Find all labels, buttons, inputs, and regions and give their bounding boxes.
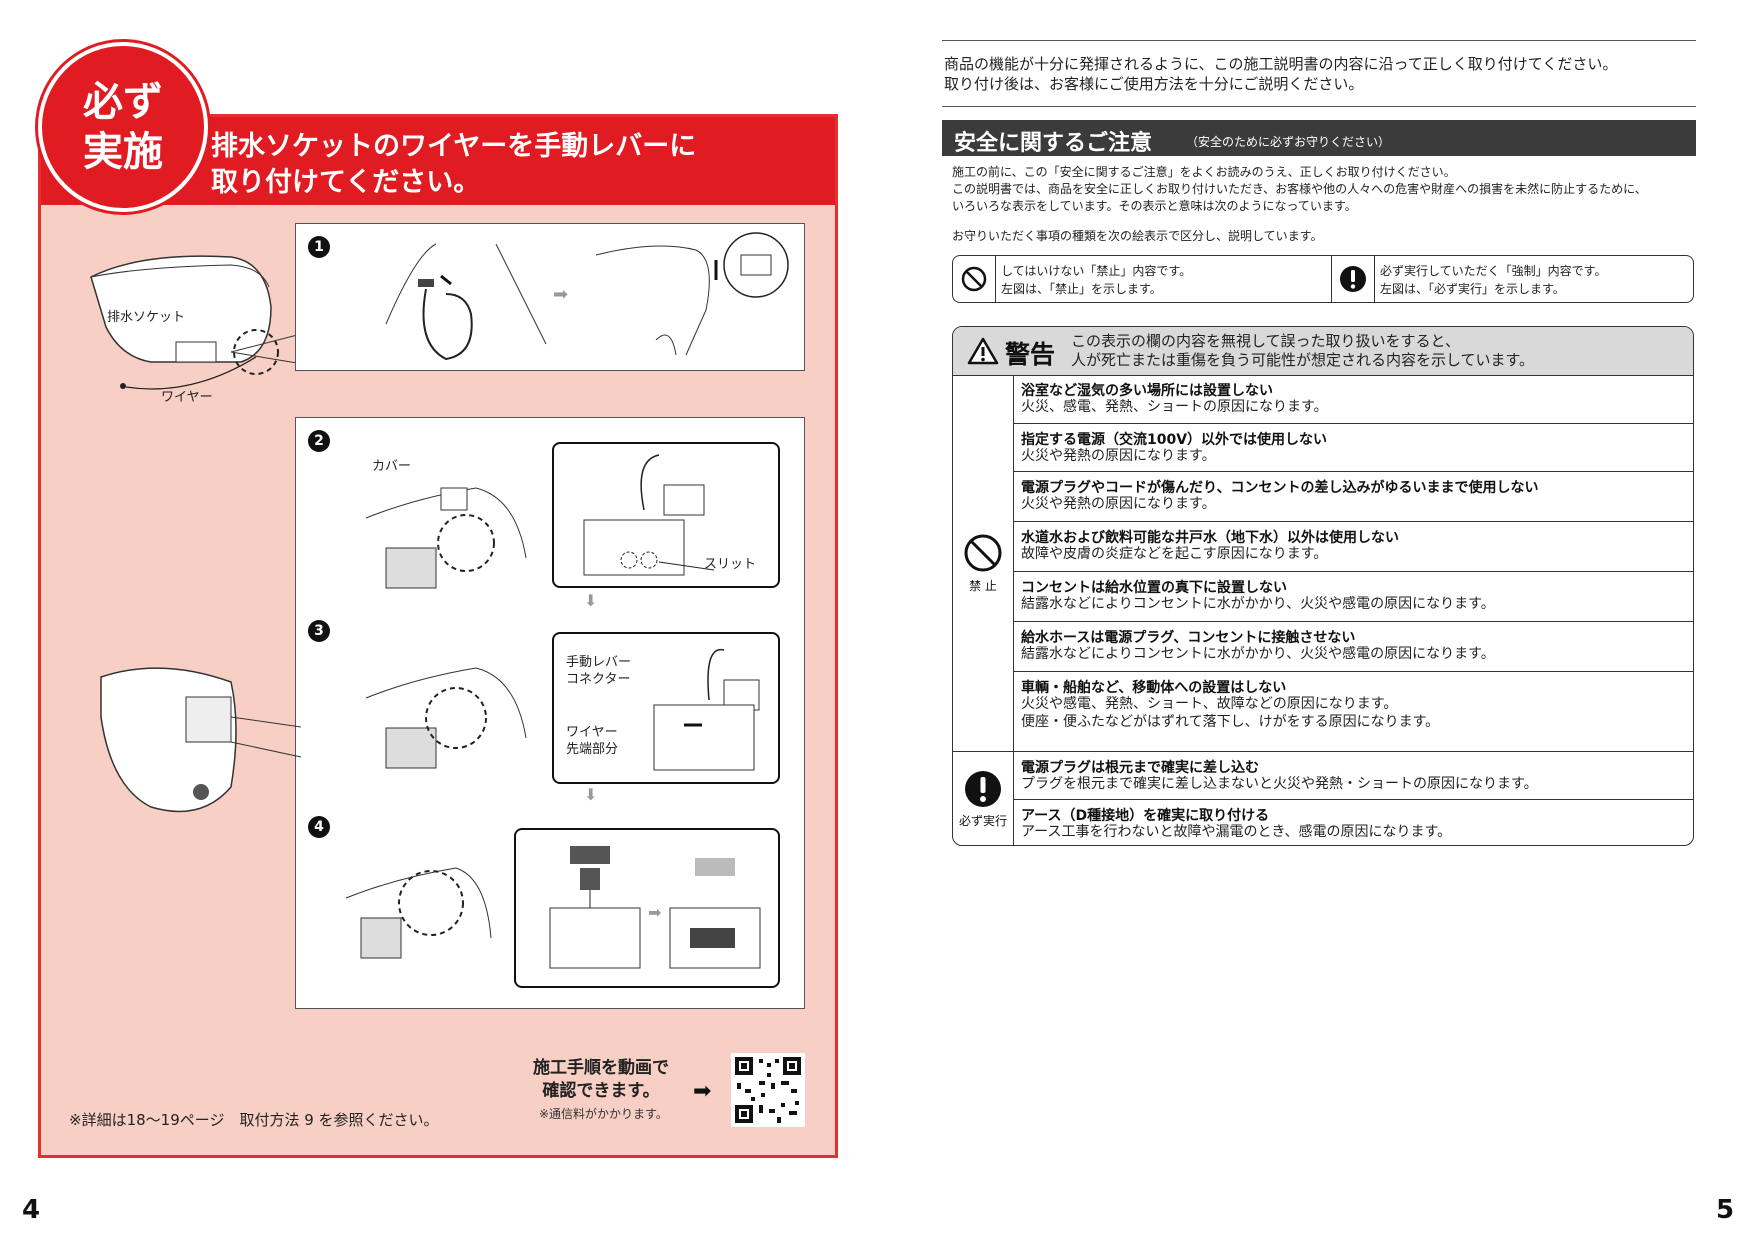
next-arrow-icon: ➡ bbox=[553, 284, 569, 305]
step-1-wire-illustration bbox=[385, 243, 547, 361]
symbol-intro-paragraph: お守りいただく事項の種類を次の絵表示で区分し、説明しています。 bbox=[952, 229, 1323, 243]
lever-connector-label: 手動レバー コネクター bbox=[566, 655, 632, 687]
prohibition-icon bbox=[961, 266, 987, 292]
intro-rule bbox=[942, 106, 1696, 107]
mandatory-side-column: 必ず実行 bbox=[953, 751, 1014, 845]
warning-row: アース（D種接地）を確実に取り付ける アース工事を行わないと故障や漏電のとき、感… bbox=[1013, 799, 1693, 845]
qr-code[interactable] bbox=[731, 1053, 805, 1127]
warning-description: この表示の欄の内容を無視して誤った取り扱いをすると、 人が死亡または重傷を負う可… bbox=[1071, 332, 1535, 369]
warning-header: 警告 この表示の欄の内容を無視して誤った取り扱いをすると、 人が死亡または重傷を… bbox=[953, 327, 1693, 376]
step-4-inset: ➡ bbox=[514, 828, 780, 988]
step-1-number: 1 bbox=[308, 236, 330, 258]
instruction-panel: 排水ソケットのワイヤーを手動レバーに 取り付けてください。 排水ソケット ワイヤ… bbox=[38, 114, 838, 1158]
down-arrow-icon: ⬇ bbox=[584, 591, 598, 610]
svg-text:➡: ➡ bbox=[648, 903, 661, 922]
wire-label: ワイヤー bbox=[161, 390, 213, 405]
right-page-number: 5 bbox=[1716, 1195, 1735, 1225]
mandatory-badge: 必ず 実施 bbox=[38, 42, 208, 212]
arrow-right-icon: ➡ bbox=[693, 1079, 712, 1104]
warning-row: 給水ホースは電源プラグ、コンセントに接触させない 結露水などによりコンセントに水… bbox=[1013, 621, 1693, 672]
prohibit-side-column: 禁 止 bbox=[953, 375, 1014, 751]
prohibit-label: 禁 止 bbox=[969, 579, 997, 593]
warning-row: 電源プラグは根元まで確実に差し込む プラグを根元まで確実に差し込まないと火災や発… bbox=[1013, 751, 1693, 800]
symbol-mandatory-text: 必ず実行していただく「強制」内容です。 左図は、「必ず実行」を示します。 bbox=[1380, 264, 1607, 296]
left-page-number: 4 bbox=[22, 1195, 41, 1225]
detail-note: ※詳細は18〜19ページ 取付方法 9 を参照ください。 bbox=[69, 1111, 439, 1129]
slit-label: スリット bbox=[704, 557, 757, 572]
step-2-number: 2 bbox=[308, 430, 330, 452]
warning-row: 指定する電源（交流100V）以外では使用しない 火災や発熱の原因になります。 bbox=[1013, 423, 1693, 472]
safety-intro-paragraph: 施工の前に、この「安全に関するご注意」をよくお読みのうえ、正しくお取り付けくださ… bbox=[952, 165, 1647, 213]
warning-triangle-icon bbox=[967, 337, 999, 365]
step-1-result-illustration bbox=[595, 232, 789, 356]
safety-section-header: 安全に関するご注意 （安全のために必ずお守りください） bbox=[942, 120, 1696, 156]
warning-table: 警告 この表示の欄の内容を無視して誤った取り扱いをすると、 人が死亡または重傷を… bbox=[952, 326, 1694, 846]
warning-title: 警告 bbox=[1005, 340, 1056, 369]
video-label: 施工手順を動画で 確認できます。 bbox=[533, 1058, 669, 1101]
symbol-mandatory: 必ず実行していただく「強制」内容です。 左図は、「必ず実行」を示します。 bbox=[1332, 256, 1694, 302]
step-3-number: 3 bbox=[308, 620, 330, 642]
prohibition-icon bbox=[964, 534, 1002, 572]
cover-label: カバー bbox=[372, 459, 412, 474]
steps-2-4-box: 2 3 4 カバー スリット ⬇ bbox=[295, 417, 805, 1009]
toilet-front-illustration bbox=[100, 667, 302, 813]
video-fee-note: ※通信料がかかります。 bbox=[539, 1107, 668, 1121]
step-2-inset: スリット bbox=[552, 442, 780, 588]
warning-row: 車輌・船舶など、移動体への設置はしない 火災や感電、発熱、ショート、故障などの原… bbox=[1013, 671, 1693, 752]
warning-row: 浴室など湿気の多い場所には設置しない 火災、感電、発熱、ショートの原因になります… bbox=[1021, 383, 1328, 415]
step-3-inset: 手動レバー コネクター ワイヤー 先端部分 bbox=[552, 632, 780, 784]
step-4-illustration bbox=[345, 867, 492, 959]
step-3-illustration bbox=[365, 667, 527, 769]
mandatory-icon bbox=[1340, 266, 1366, 292]
symbol-legend: してはいけない「禁止」内容です。 左図は、「禁止」を示します。 必ず実行していた… bbox=[952, 255, 1694, 303]
down-arrow-icon: ⬇ bbox=[584, 785, 598, 804]
safety-section-subtitle: （安全のために必ずお守りください） bbox=[1186, 135, 1391, 149]
step-4-number: 4 bbox=[308, 816, 330, 838]
symbol-prohibition: してはいけない「禁止」内容です。 左図は、「禁止」を示します。 bbox=[953, 256, 1332, 302]
warning-row: コンセントは給水位置の真下に設置しない 結露水などによりコンセントに水がかかり、… bbox=[1013, 571, 1693, 622]
warning-row: 水道水および飲料可能な井戸水（地下水）以外は使用しない 故障や皮膚の炎症などを起… bbox=[1013, 521, 1693, 572]
toilet-side-illustration bbox=[90, 255, 279, 390]
step-1-box: 1 ➡ bbox=[295, 223, 805, 371]
wire-tip-label: ワイヤー 先端部分 bbox=[566, 725, 619, 757]
mandatory-label: 必ず実行 bbox=[958, 814, 1007, 828]
symbol-prohibition-text: してはいけない「禁止」内容です。 左図は、「禁止」を示します。 bbox=[1001, 264, 1192, 296]
safety-section-title: 安全に関するご注意 bbox=[954, 131, 1153, 156]
panel-title: 排水ソケットのワイヤーを手動レバーに 取り付けてください。 bbox=[211, 131, 697, 198]
step-2-illustration bbox=[365, 487, 527, 589]
mandatory-icon bbox=[965, 771, 1001, 807]
top-rule bbox=[942, 40, 1696, 41]
intro-text: 商品の機能が十分に発揮されるように、この施工説明書の内容に沿って正しく取り付けて… bbox=[944, 55, 1618, 93]
warning-row: 電源プラグやコードが傷んだり、コンセントの差し込みがゆるいままで使用しない 火災… bbox=[1013, 471, 1693, 522]
step-2-detail-illustration bbox=[583, 454, 715, 576]
step-4-detail-illustration: ➡ bbox=[549, 846, 761, 969]
step-3-detail-illustration bbox=[653, 648, 760, 771]
drain-socket-label: 排水ソケット bbox=[107, 310, 186, 325]
